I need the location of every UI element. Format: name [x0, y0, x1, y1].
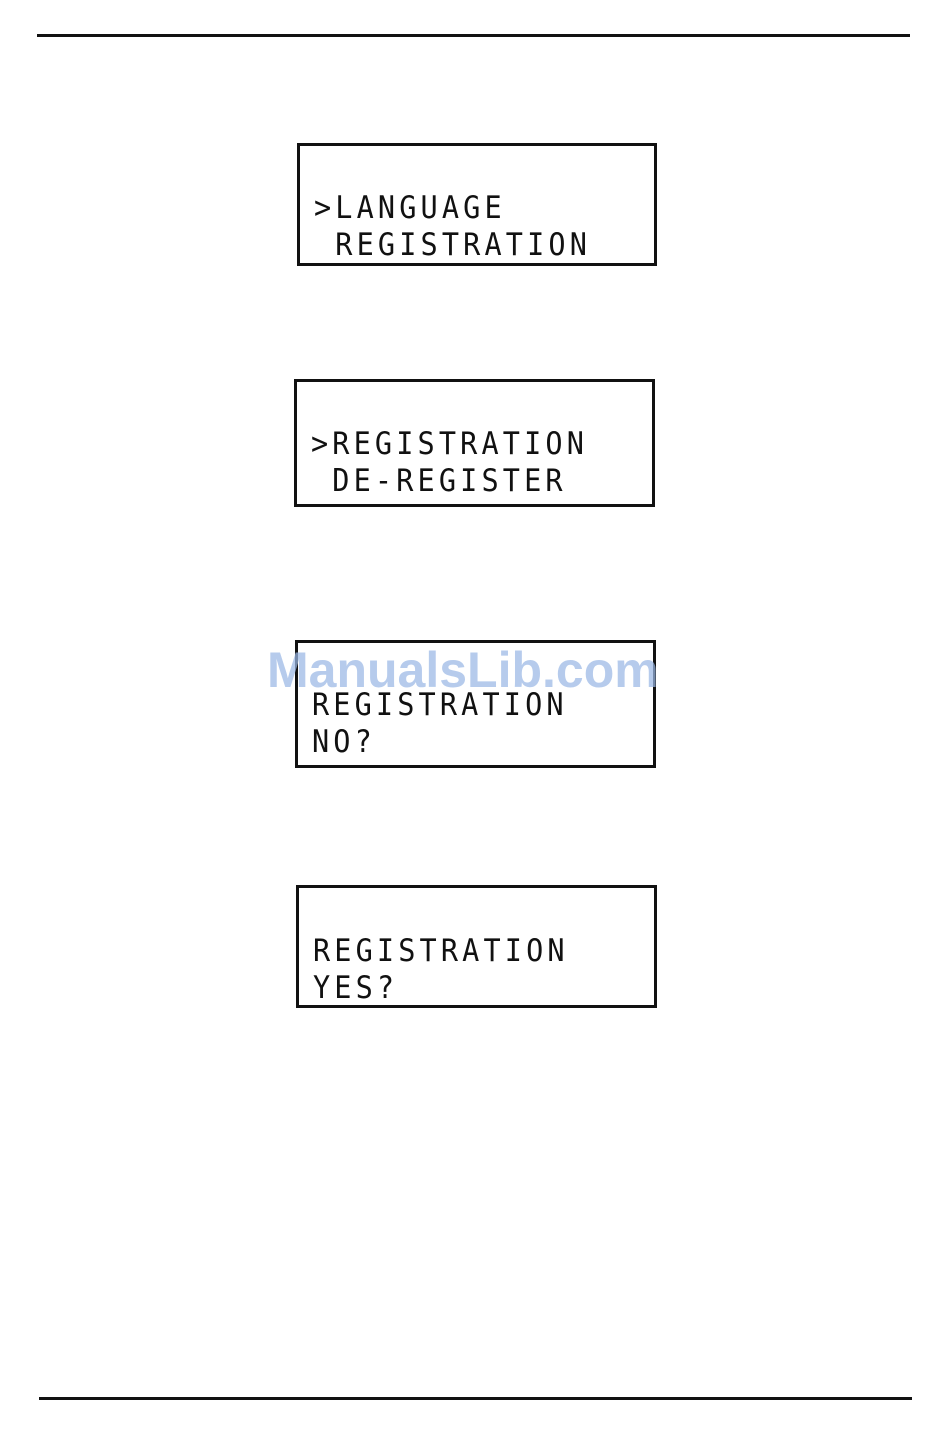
watermark: ManualsLib.com [267, 640, 659, 700]
lcd-line-2: NO? [312, 724, 376, 760]
lcd-screen-registration-yes: REGISTRATION YES? [296, 885, 657, 1008]
bottom-rule [39, 1397, 912, 1400]
lcd-line-2: YES? [313, 970, 398, 1006]
lcd-screen-registration-menu: >REGISTRATION DE-REGISTER [294, 379, 655, 507]
lcd-line-1: REGISTRATION [313, 933, 569, 969]
lcd-line-2: DE-REGISTER [311, 463, 567, 499]
lcd-line-1: >LANGUAGE [314, 190, 506, 226]
lcd-line-1: >REGISTRATION [311, 426, 588, 462]
top-rule [37, 34, 910, 37]
lcd-screen-language-menu: >LANGUAGE REGISTRATION [297, 143, 657, 266]
lcd-line-2: REGISTRATION [314, 227, 591, 263]
